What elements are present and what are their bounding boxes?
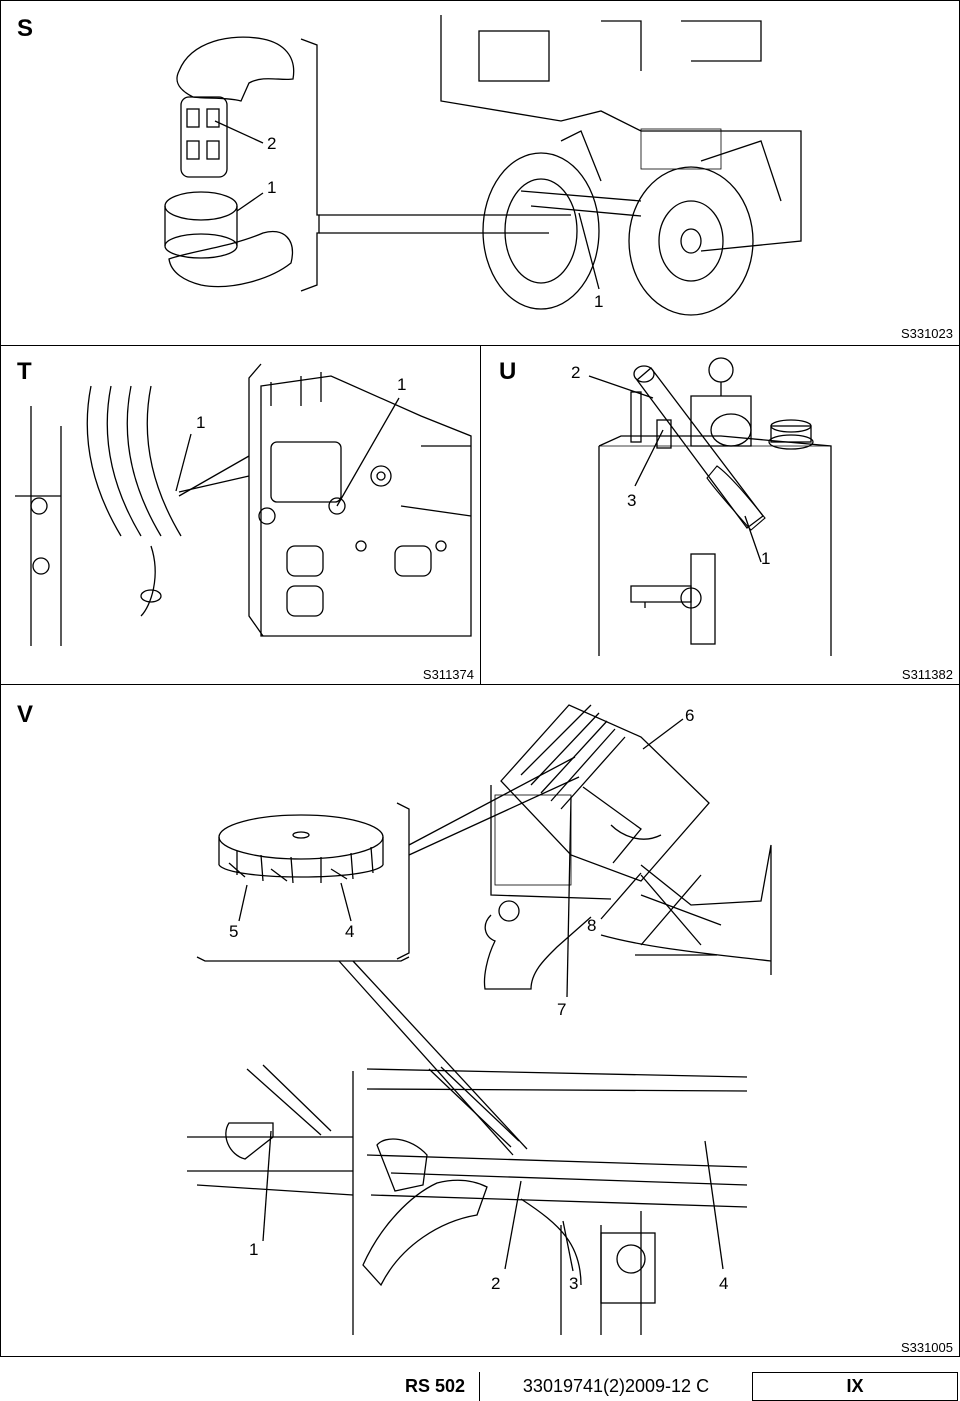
- sweeper-machine: [440, 15, 802, 252]
- figure-code: S331005: [900, 1340, 953, 1355]
- figure-code: S331023: [900, 326, 953, 341]
- front-wheel: [628, 166, 754, 316]
- callout-label: 4: [345, 922, 354, 941]
- callout-label: 7: [557, 1000, 566, 1019]
- callout-label: 1: [761, 549, 770, 568]
- panel-s: S S331023 2: [0, 0, 960, 346]
- panel-u: U S311382 2 3 1: [480, 345, 960, 685]
- callout-label: 1: [249, 1240, 258, 1259]
- filter-box: [500, 704, 710, 882]
- callout-label: 1: [196, 413, 205, 432]
- figure-code: S311374: [422, 667, 474, 682]
- panel-letter: S: [17, 15, 34, 42]
- panel-letter: V: [17, 701, 34, 728]
- callout-label: 1: [594, 292, 603, 311]
- lower-hand: [168, 230, 293, 288]
- filter-service-illustration: 6 5 4 8 7 1 2 3 4: [187, 704, 772, 1335]
- filler-cap: [768, 434, 814, 450]
- hand-pump-illustration: 2 3 1: [571, 357, 832, 656]
- panel-letter: T: [17, 358, 32, 385]
- footer-doc-number: 33019741(2)2009-12 C: [522, 1376, 710, 1396]
- callout-label: 1: [397, 375, 406, 394]
- panel-t: T S311374 1 1: [0, 345, 481, 685]
- callout-label: 3: [569, 1274, 578, 1293]
- page-footer: RS 502 33019741(2)2009-12 C IX: [0, 1372, 960, 1401]
- rear-wheel: [482, 152, 600, 310]
- panel-letter: U: [499, 358, 517, 385]
- gloved-hand: [176, 36, 295, 102]
- fluid-tank: [598, 435, 832, 656]
- callout-label: 2: [267, 134, 276, 153]
- callout-label: 8: [587, 916, 596, 935]
- figure-code: S311382: [901, 667, 953, 682]
- valve-block: [260, 375, 472, 637]
- filter-disk: [218, 814, 384, 860]
- strainer-cartridge: [180, 96, 228, 178]
- pump-handle: [636, 367, 764, 529]
- panel-v: V S331005 6 5 4: [0, 684, 960, 1357]
- hydraulic-hoses: [86, 385, 182, 537]
- footer-page-number: IX: [752, 1372, 958, 1401]
- filter-rail-right: [366, 1068, 748, 1208]
- strainer-illustration: 2 1 1: [164, 15, 802, 316]
- callout-label: 4: [719, 1274, 728, 1293]
- valve-block-illustration: 1 1: [15, 363, 472, 646]
- strainer-housing: [164, 191, 238, 221]
- callout-label: 2: [571, 363, 580, 382]
- callout-label: 1: [267, 178, 276, 197]
- footer-model: RS 502: [0, 1372, 480, 1401]
- callout-label: 6: [685, 706, 694, 725]
- callout-label: 5: [229, 922, 238, 941]
- pressure-gauge: [708, 357, 734, 383]
- callout-label: 3: [627, 491, 636, 510]
- operator-figure: [483, 914, 592, 990]
- callout-label: 2: [491, 1274, 500, 1293]
